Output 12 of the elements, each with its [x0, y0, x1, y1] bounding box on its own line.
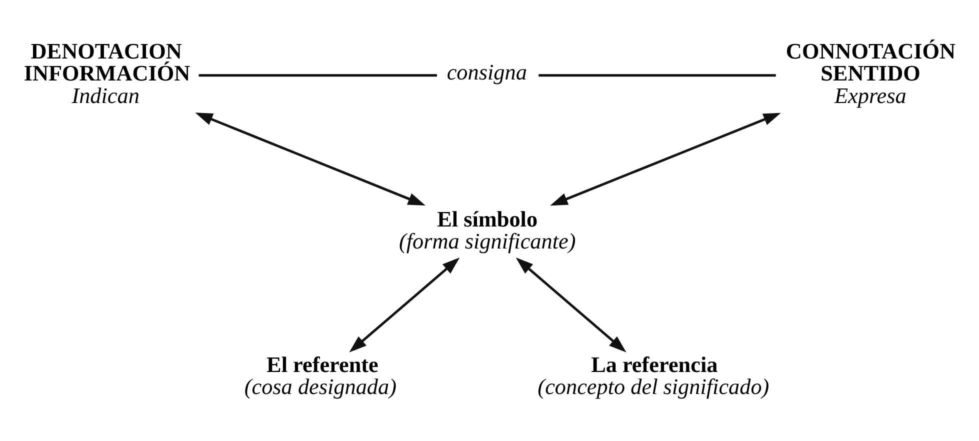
- node-text: El referente (cosa designada): [244, 351, 396, 399]
- arrow: [349, 257, 460, 352]
- node-text: DENOTACION INFORMACIÓN Indican: [24, 38, 190, 108]
- node-text: CONNOTACIÓN SENTIDO Expresa: [786, 38, 956, 108]
- node-text: El símbolo (forma significante): [399, 206, 576, 253]
- arrow: [516, 257, 626, 352]
- connector: [198, 74, 437, 76]
- node-text: La referencia (concepto del significado): [538, 351, 770, 399]
- connector: [538, 74, 776, 76]
- arrow: [550, 112, 781, 206]
- arrow: [195, 112, 426, 206]
- node-text: consigna: [446, 58, 527, 84]
